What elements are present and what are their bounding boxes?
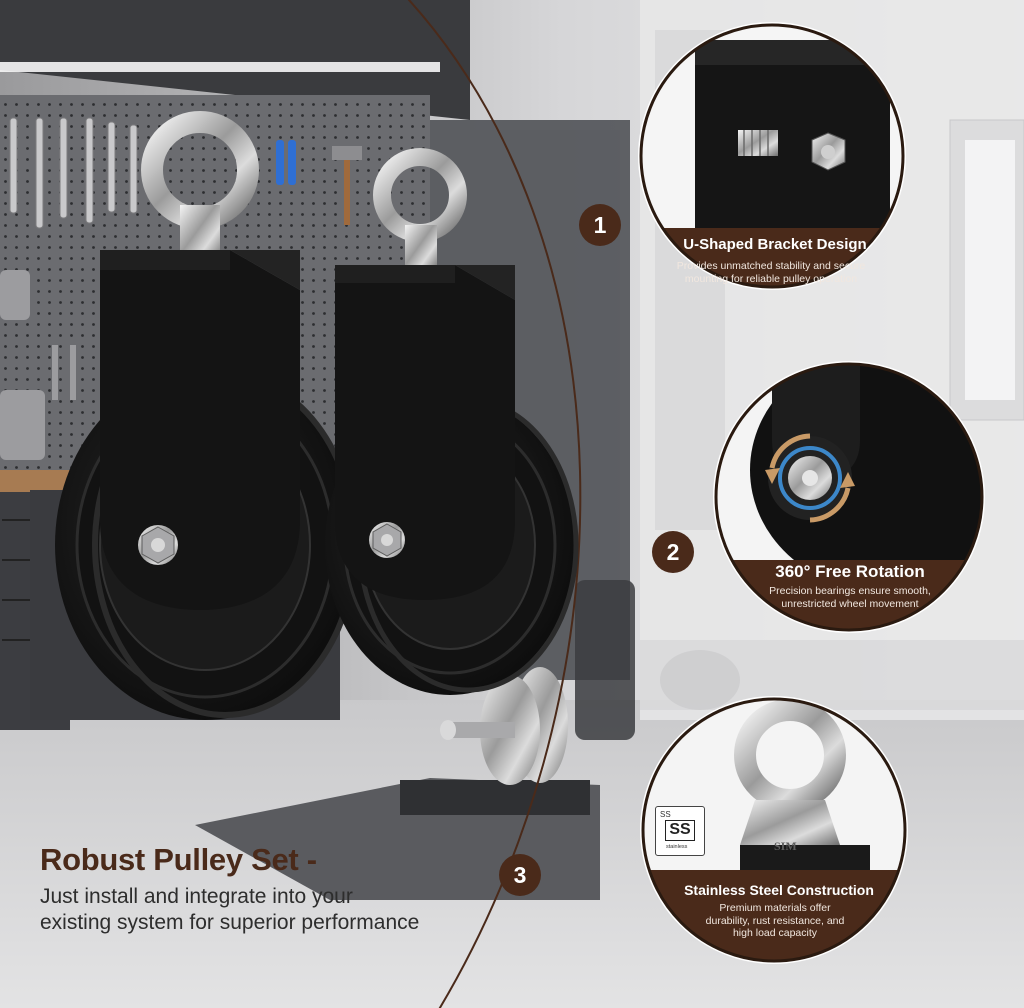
feature-title-1: U-Shaped Bracket Design (683, 236, 867, 253)
feature-number-3: 3 (499, 854, 541, 896)
stainless-badge-icon: SS SS stainless (655, 806, 705, 856)
feature-desc-2: Precision bearings ensure smooth, unrest… (769, 585, 931, 610)
feature-number-1: 1 (579, 204, 621, 246)
pulley-right (325, 148, 579, 695)
headline: Robust Pulley Set - (40, 842, 317, 877)
feature-title-3: Stainless Steel Construction (684, 882, 874, 898)
eyebolt-stamp: SIM (774, 839, 797, 853)
badge-mark: SS (665, 820, 695, 841)
feature-circle-1 (638, 22, 906, 290)
badge-bottom: stainless (666, 844, 688, 850)
feature-number-2: 2 (652, 531, 694, 573)
feature-desc-1: Provides unmatched stability and secure … (676, 260, 866, 285)
feature-title-2: 360° Free Rotation (775, 562, 925, 581)
feature-desc-3: Premium materials offer durability, rust… (705, 902, 845, 939)
feature-circle-2 (713, 361, 985, 633)
pulley-left (55, 111, 358, 720)
subline: Just install and integrate into your exi… (40, 885, 420, 934)
badge-top: SS (660, 810, 671, 819)
